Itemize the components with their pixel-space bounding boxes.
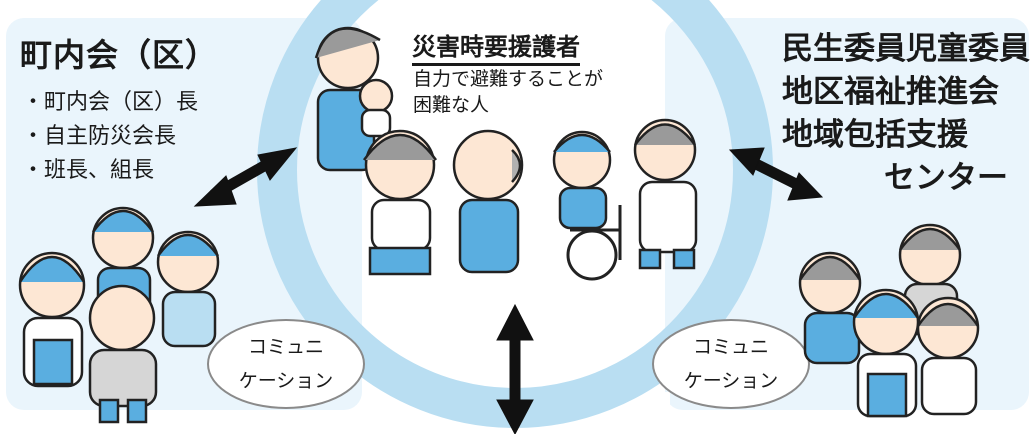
person-icon — [633, 118, 698, 270]
bubble-line: ケーション — [238, 370, 334, 392]
person-icon — [88, 284, 158, 424]
center-group-title: 災害時要援護者 — [412, 27, 580, 66]
bidirectional-arrow-icon — [193, 147, 298, 207]
title-line: 地域包括支援 — [782, 117, 968, 153]
person-icon — [798, 251, 862, 365]
person-icon — [452, 129, 524, 274]
bidirectional-arrow-icon — [728, 147, 824, 201]
communication-bubble-label: コミュニ ケーション — [208, 330, 364, 398]
title-line: 民生委員児童委員 — [782, 31, 1030, 67]
center-group-subtitle: 自力で避難することが 困難な人 — [413, 66, 603, 118]
list-item: ・班長、組長 — [22, 158, 155, 183]
wheelchair-icon — [566, 205, 622, 281]
subtitle-line: 困難な人 — [413, 94, 490, 116]
subtitle-line: 自力で避難することが — [413, 68, 604, 90]
person-icon — [314, 26, 381, 172]
right-group-title: 民生委員児童委員 地区福祉推進会 地域包括支援 センター — [782, 28, 1030, 200]
person-icon — [852, 288, 920, 418]
baby-icon — [358, 78, 394, 138]
bubble-line: コミュニ — [247, 336, 324, 358]
communication-bubble — [652, 319, 810, 409]
left-group-list: ・町内会（区）長 ・自主防災会長 ・班長、組長 — [22, 86, 198, 188]
left-group-title: 町内会（区） — [20, 36, 219, 74]
bidirectional-arrow-icon — [496, 303, 534, 434]
list-item: ・町内会（区）長 — [22, 90, 199, 115]
bubble-line: ケーション — [683, 370, 779, 392]
person-icon — [156, 230, 220, 348]
person-icon — [18, 251, 86, 388]
person-icon — [552, 130, 612, 230]
communication-bubble — [207, 319, 365, 409]
bubble-line: コミュニ — [692, 336, 769, 358]
title-line: 地区福祉推進会 — [782, 74, 999, 110]
list-item: ・自主防災会長 — [22, 124, 177, 149]
person-icon — [362, 129, 438, 276]
communication-bubble-label: コミュニ ケーション — [653, 330, 809, 398]
title-line: センター — [884, 160, 1008, 196]
person-icon — [916, 296, 980, 416]
